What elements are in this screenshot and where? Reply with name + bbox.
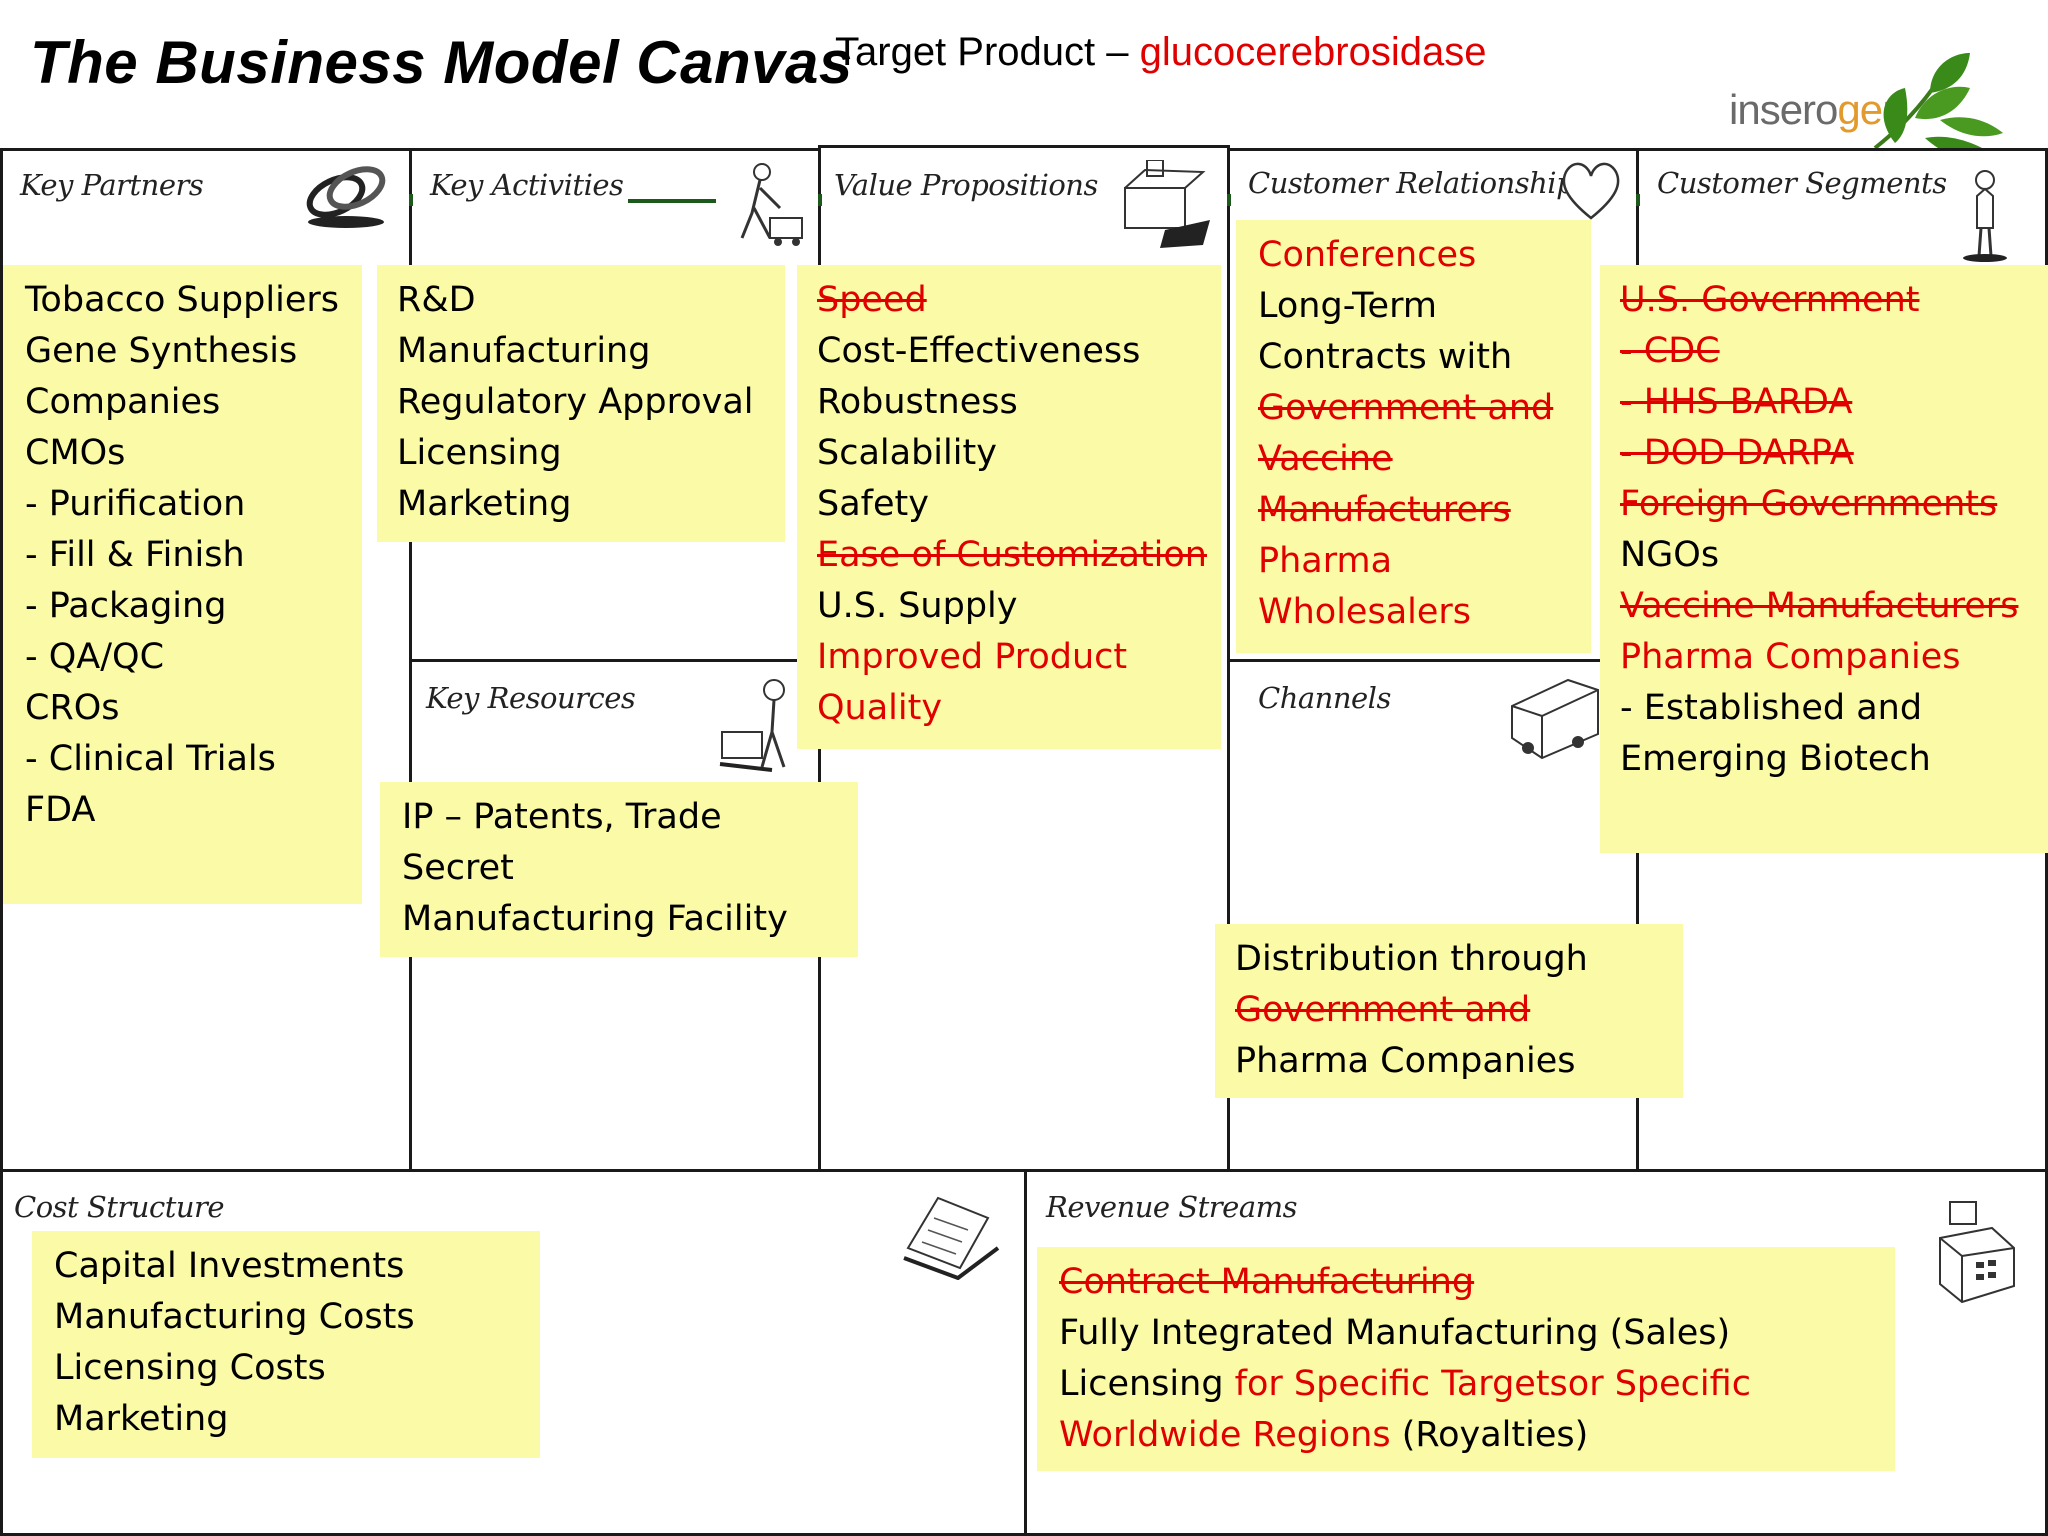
note-item: Contracts with — [1258, 337, 1513, 377]
note-item: - QA/QC — [25, 637, 165, 677]
connector-tick — [818, 194, 822, 206]
note-item: U.S. Supply — [817, 586, 1018, 626]
note-item: FDA — [25, 790, 96, 830]
note-item: Safety — [817, 484, 929, 524]
note-item: Contract Manufacturing — [1059, 1262, 1475, 1302]
connector-line — [628, 199, 716, 203]
target-product-name: glucocerebrosidase — [1139, 30, 1487, 74]
gift-package-icon — [1124, 160, 1210, 248]
note-item: - DOD DARPA — [1620, 433, 1854, 473]
note-item: Licensing Costs — [54, 1348, 326, 1388]
note-item: Long-Term — [1258, 286, 1437, 326]
note-item: Conferences — [1258, 235, 1477, 275]
chain-links-icon — [306, 166, 386, 228]
note-item: Robustness — [817, 382, 1018, 422]
truck-icon — [1511, 678, 1599, 760]
customer-segments-title: Customer Segments — [1657, 166, 1947, 200]
cost-structure-title: Cost Structure — [14, 1190, 225, 1224]
note-item: - Clinical Trials — [25, 739, 276, 779]
note-item: Manufacturing — [397, 331, 651, 371]
note-item: Ease of Customization — [817, 535, 1207, 575]
note-item: NGOs — [1620, 535, 1720, 575]
note-item: Speed — [817, 280, 927, 320]
note-item: Foreign Governments — [1620, 484, 1998, 524]
note-item: Fully Integrated Manufacturing (Sales) — [1059, 1313, 1731, 1353]
value-propositions-title: Value Propositions — [834, 168, 1098, 202]
note-item: - Purification — [25, 484, 246, 524]
note-item: Pharma — [1258, 541, 1393, 581]
note-item: Regulatory Approval — [397, 382, 754, 422]
customer-segments-note: U.S. Government - CDC - HHS BARDA - DOD DAR… — [1600, 265, 2048, 853]
revenue-regions-line: Worldwide Regions (Royalties) — [1059, 1415, 1589, 1455]
note-item: Quality — [817, 688, 943, 728]
note-item: Government and — [1258, 388, 1554, 428]
person-icon — [1963, 170, 2007, 262]
key-resources-title: Key Resources — [426, 681, 636, 715]
note-item: Pharma Companies — [1235, 1041, 1576, 1081]
revenue-streams-title: Revenue Streams — [1046, 1190, 1298, 1224]
note-item: Vaccine — [1258, 439, 1393, 479]
inserogen-logo: inserogen — [1725, 48, 2015, 168]
note-item: - Fill & Finish — [25, 535, 245, 575]
target-product: Target Product – glucocerebrosidase — [835, 30, 1486, 75]
note-item: - Established and — [1620, 688, 1923, 728]
note-item: CMOs — [25, 433, 126, 473]
receipt-icon — [903, 1196, 1000, 1280]
note-item: Vaccine Manufacturers — [1620, 586, 2019, 626]
note-item: Gene Synthesis — [25, 331, 298, 371]
note-item: IP – Patents, Trade — [402, 797, 722, 837]
note-item: Marketing — [54, 1399, 229, 1439]
note-item: Tobacco Suppliers — [25, 280, 339, 320]
note-item: - CDC — [1620, 331, 1720, 371]
key-activities-title: Key Activities — [430, 168, 624, 202]
note-item: - Packaging — [25, 586, 227, 626]
note-item: Licensing — [397, 433, 562, 473]
channels-title: Channels — [1258, 681, 1391, 715]
note-item: Secret — [402, 848, 514, 888]
note-item: Improved Product — [817, 637, 1128, 677]
note-item: Government and — [1235, 990, 1531, 1030]
note-item: U.S. Government — [1620, 280, 1920, 320]
worker-cart-icon — [719, 679, 786, 772]
cash-register-icon — [1939, 1201, 2015, 1304]
heart-icon — [1562, 162, 1620, 220]
note-item: Wholesalers — [1258, 592, 1472, 632]
note-item: Emerging Biotech — [1620, 739, 1931, 779]
note-item: Manufacturers — [1258, 490, 1511, 530]
page-title: The Business Model Canvas — [30, 29, 853, 96]
note-item: Marketing — [397, 484, 572, 524]
target-product-label: Target Product – — [835, 30, 1140, 74]
note-item: CROs — [25, 688, 120, 728]
note-item: Companies — [25, 382, 221, 422]
connector-tick — [1636, 194, 1640, 206]
customer-relationships-title: Customer Relationships — [1248, 166, 1589, 200]
connector-tick — [1227, 194, 1231, 206]
note-item: R&D — [397, 280, 476, 320]
revenue-licensing-line: Licensing for Specific Targetsor Specifi… — [1059, 1364, 1751, 1404]
note-item: Distribution through — [1235, 939, 1588, 979]
note-item: Scalability — [817, 433, 997, 473]
note-item: - HHS BARDA — [1620, 382, 1853, 422]
note-item: Cost-Effectiveness — [817, 331, 1141, 371]
note-item: Capital Investments — [54, 1246, 405, 1286]
key-partners-title: Key Partners — [20, 168, 204, 202]
connector-tick — [409, 194, 413, 206]
worker-icon — [740, 163, 803, 246]
note-item: Pharma Companies — [1620, 637, 1961, 677]
note-item: Manufacturing Costs — [54, 1297, 415, 1337]
note-item: Manufacturing Facility — [402, 899, 788, 939]
